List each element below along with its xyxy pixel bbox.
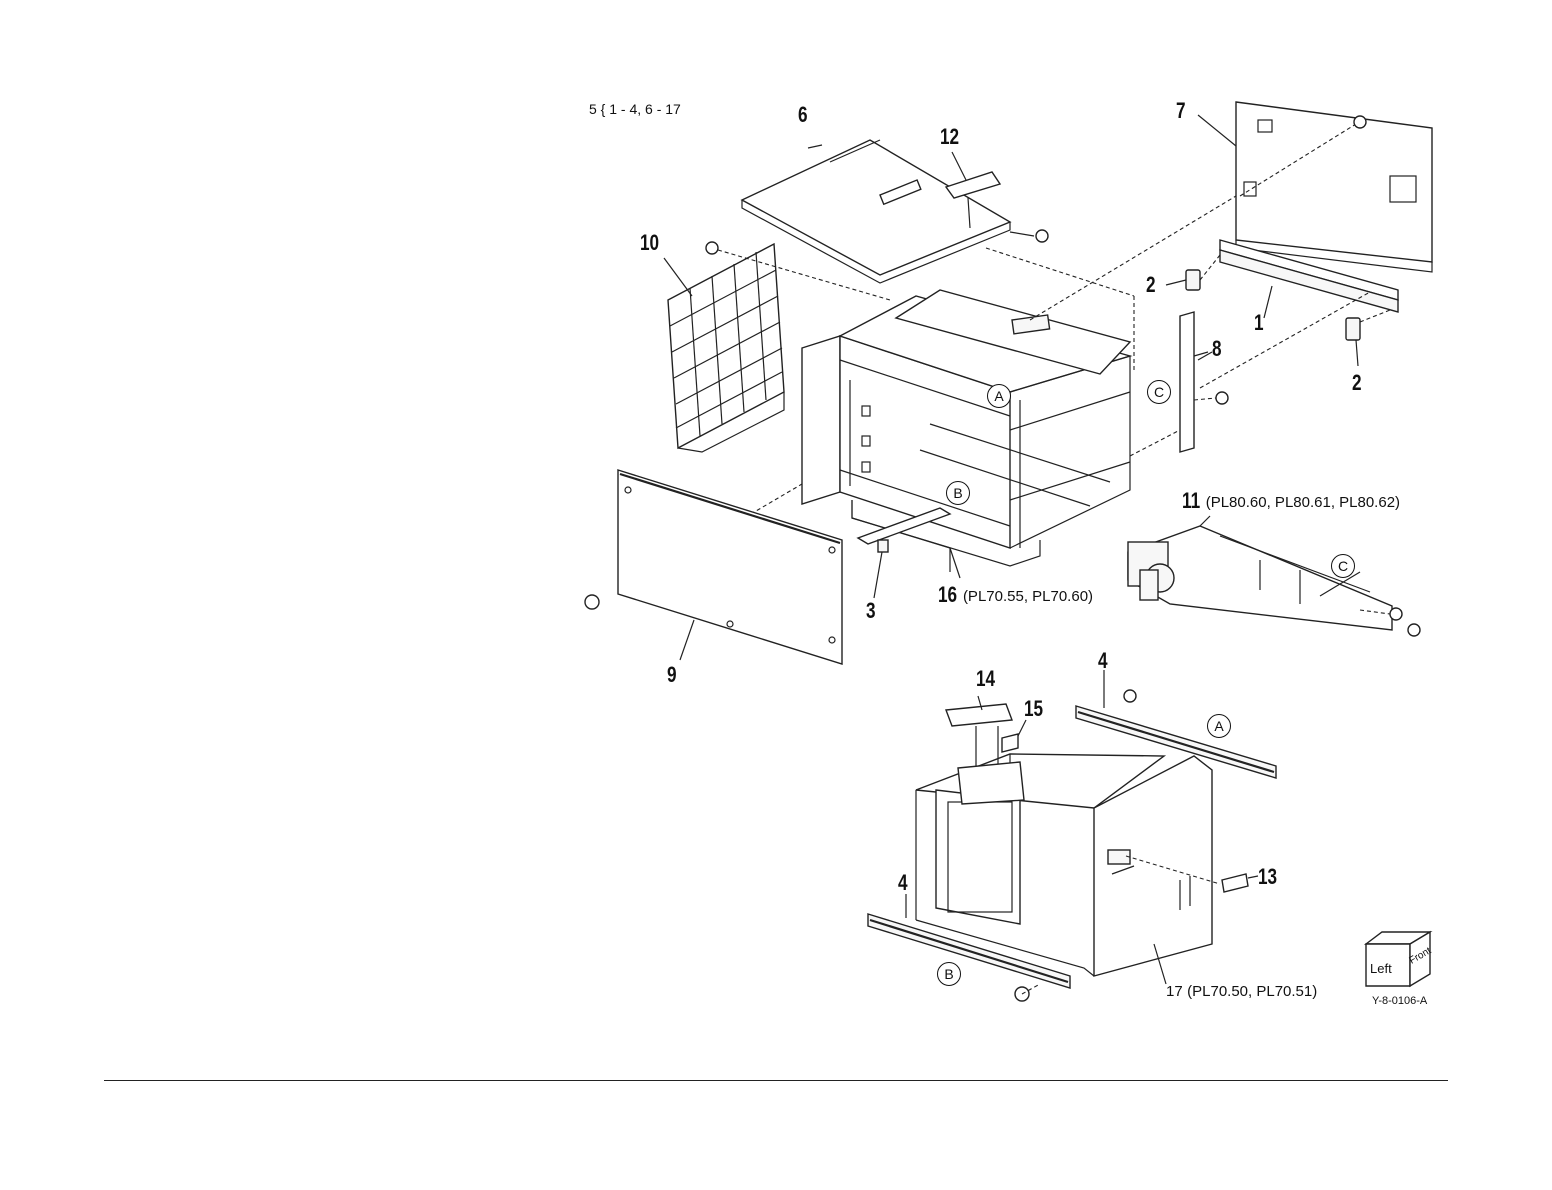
callout-2-upper: 2 [1146, 274, 1156, 296]
callout-17: 17 (PL70.50, PL70.51) [1166, 984, 1317, 1000]
callout-14: 14 [976, 668, 995, 690]
part-15-bracket [1002, 720, 1026, 752]
callout-4-lower: 4 [898, 872, 908, 894]
callout-4-upper: 4 [1098, 650, 1108, 672]
callout-6: 6 [798, 104, 808, 126]
header-note: 5 { 1 - 4, 6 - 17 [589, 102, 681, 116]
screw-top-cover [1010, 230, 1048, 242]
callout-7: 7 [1176, 100, 1186, 122]
part-2-hook-upper [1166, 255, 1220, 290]
main-frame-assembly [802, 290, 1130, 566]
callout-1: 1 [1254, 312, 1264, 334]
part-2-hook-lower [1346, 310, 1390, 366]
callout-11-refs: (PL80.60, PL80.61, PL80.62) [1206, 494, 1400, 511]
callout-16-number: 16 [938, 584, 957, 606]
figure-id: Y-8-0106-A [1372, 996, 1427, 1007]
callout-12: 12 [940, 126, 959, 148]
reference-mark-b: B [946, 481, 970, 505]
callout-8: 8 [1212, 338, 1222, 360]
part-8-bracket [1180, 312, 1228, 452]
cube-left-label: Left [1370, 962, 1392, 975]
reference-mark-a-rail: A [1207, 714, 1231, 738]
callout-11-number: 11 [1182, 490, 1200, 512]
callout-9: 9 [667, 664, 677, 686]
reference-mark-c: C [1147, 380, 1171, 404]
part-6-top-cover [742, 140, 1010, 283]
callout-13: 13 [1258, 866, 1277, 888]
callout-15: 15 [1024, 698, 1043, 720]
callout-2-lower: 2 [1352, 372, 1362, 394]
callout-17-refs: (PL70.50, PL70.51) [1187, 983, 1317, 1000]
callout-11: 11 (PL80.60, PL80.61, PL80.62) [1182, 490, 1404, 512]
reference-mark-c-drive: C [1331, 554, 1355, 578]
callout-16-refs: (PL70.55, PL70.60) [963, 588, 1093, 605]
callout-10: 10 [640, 232, 659, 254]
callout-17-number: 17 [1166, 983, 1183, 1000]
reference-mark-b-rail: B [937, 962, 961, 986]
callout-16: 16 (PL70.55, PL70.60) [938, 584, 1097, 606]
part-13-label [1222, 874, 1258, 892]
reference-mark-a: A [987, 384, 1011, 408]
part-14-inner-frame [936, 696, 1024, 924]
part-11-drive-assembly [1128, 516, 1420, 636]
callout-3: 3 [866, 600, 876, 622]
part-3-clip [874, 540, 888, 598]
footer-rule [104, 1080, 1448, 1081]
